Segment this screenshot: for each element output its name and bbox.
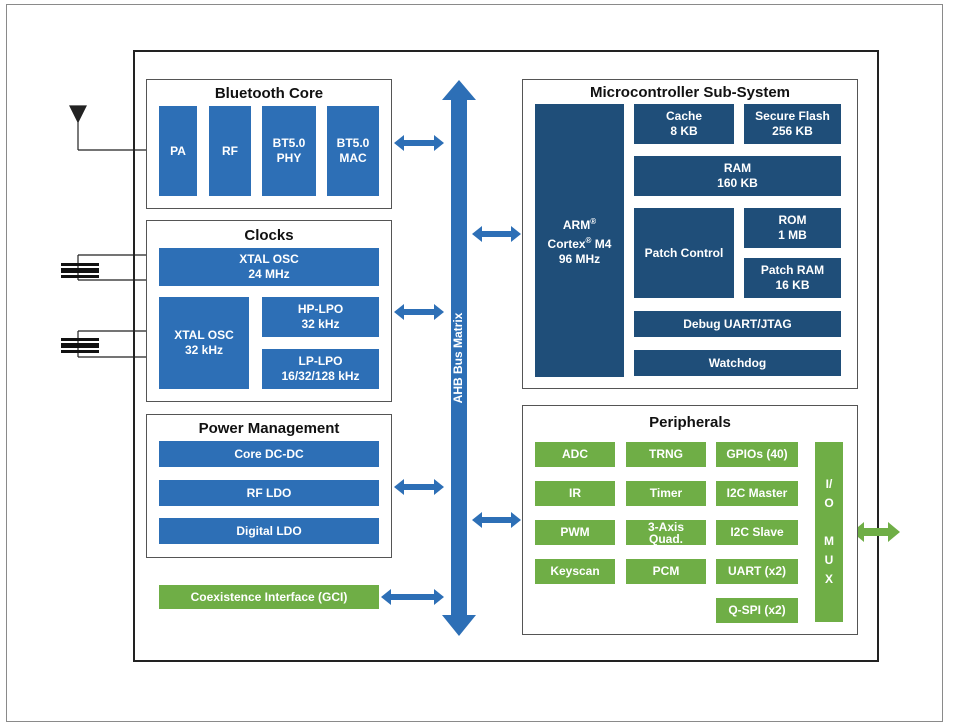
peripherals-title: Peripherals: [649, 414, 731, 431]
crystal-32khz-icon: [61, 338, 99, 353]
lp-lpo-block: LP-LPO 16/32/128 kHz: [262, 349, 379, 389]
power-management-title: Power Management: [198, 420, 340, 437]
rom-block: ROM 1 MB: [744, 208, 841, 248]
xtal-osc-24mhz-block: XTAL OSC 24 MHz: [159, 248, 379, 286]
rf-block: RF: [209, 106, 251, 196]
ir-block: IR: [535, 481, 615, 506]
i2c-slave-block: I2C Slave: [716, 520, 798, 545]
cache-block: Cache 8 KB: [634, 104, 734, 144]
q-spi-block: Q-SPI (x2): [716, 598, 798, 623]
arrow-coex-bus: [381, 589, 444, 605]
adc-block: ADC: [535, 442, 615, 467]
bluetooth-core-title: Bluetooth Core: [214, 85, 324, 102]
clocks-title: Clocks: [244, 227, 294, 244]
pcm-block: PCM: [626, 559, 706, 584]
crystal-24mhz-icon: [61, 263, 99, 278]
gpios-block: GPIOs (40): [716, 442, 798, 467]
watchdog-block: Watchdog: [634, 350, 841, 376]
coexistence-interface-block: Coexistence Interface (GCI): [159, 585, 379, 609]
io-mux-block: I/ O M U X: [815, 442, 843, 622]
pa-block: PA: [159, 106, 197, 196]
ahb-bus-label: AHB Bus Matrix: [451, 312, 465, 404]
arrow-power-bus: [394, 479, 444, 495]
trng-block: TRNG: [626, 442, 706, 467]
rf-ldo-block: RF LDO: [159, 480, 379, 506]
core-dc-dc-block: Core DC-DC: [159, 441, 379, 467]
timer-block: Timer: [626, 481, 706, 506]
arrow-iomux-external: [852, 522, 900, 542]
digital-ldo-block: Digital LDO: [159, 518, 379, 544]
ahb-bus-arrow: [442, 80, 476, 636]
keyscan-block: Keyscan: [535, 559, 615, 584]
bt50-mac-block: BT5.0 MAC: [327, 106, 379, 196]
io-mux-label: I/ O M U X: [824, 477, 834, 586]
bt50-phy-block: BT5.0 PHY: [262, 106, 316, 196]
outer-frame: [6, 4, 943, 722]
hp-lpo-block: HP-LPO 32 kHz: [262, 297, 379, 337]
debug-uart-jtag-block: Debug UART/JTAG: [634, 311, 841, 337]
ram-block: RAM 160 KB: [634, 156, 841, 196]
3-axis-quad-block: 3-Axis Quad.: [626, 520, 706, 545]
mcu-subsystem-title: Microcontroller Sub-System: [589, 84, 791, 101]
patch-ram-block: Patch RAM 16 KB: [744, 258, 841, 298]
patch-control-block: Patch Control: [634, 208, 734, 298]
arrow-bluetooth-bus: [394, 135, 444, 151]
arm-cortex-m4-block: ARM® Cortex® M4 96 MHz: [535, 104, 624, 377]
arrow-clocks-bus: [394, 304, 444, 320]
secure-flash-block: Secure Flash 256 KB: [744, 104, 841, 144]
chip-boundary: [133, 50, 879, 662]
arrow-bus-peripherals: [472, 512, 521, 528]
arrow-bus-mcu: [472, 226, 521, 242]
uart-block: UART (x2): [716, 559, 798, 584]
xtal-osc-32khz-block: XTAL OSC 32 kHz: [159, 297, 249, 389]
pwm-block: PWM: [535, 520, 615, 545]
i2c-master-block: I2C Master: [716, 481, 798, 506]
